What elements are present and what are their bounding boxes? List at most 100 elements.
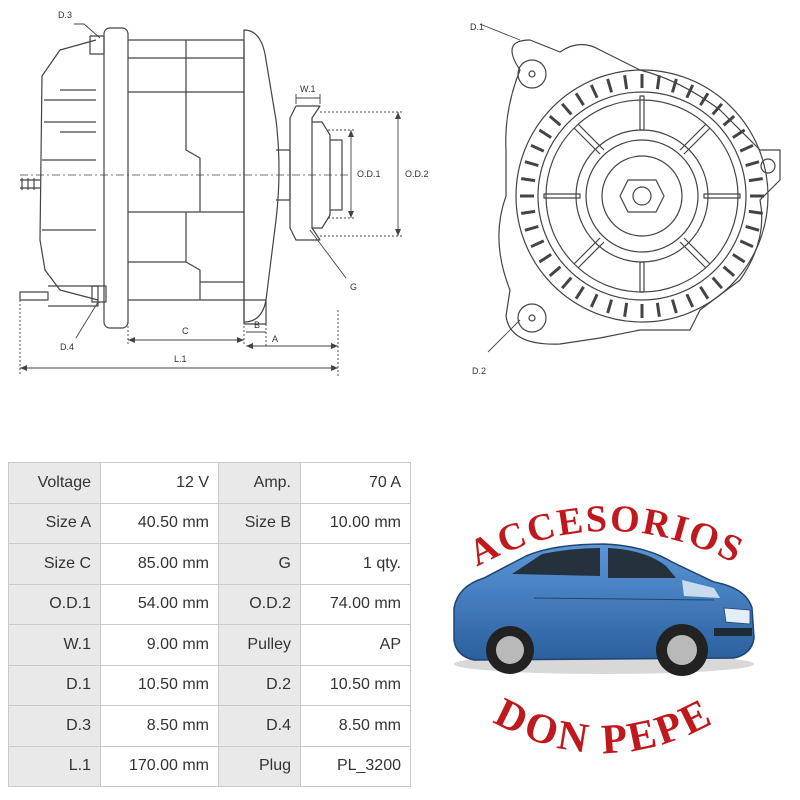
- fin-slot: [670, 299, 678, 314]
- fin-slot: [521, 177, 536, 183]
- fin-slot: [606, 299, 614, 314]
- spec-label: D.2: [218, 664, 301, 706]
- fin-slot: [732, 253, 746, 264]
- spec-label: W.1: [8, 624, 101, 666]
- fin-slot: [548, 114, 562, 127]
- fin-slot: [722, 265, 736, 278]
- spec-label: D.1: [8, 664, 101, 706]
- spec-label: Size A: [8, 502, 101, 544]
- label-od1: O.D.1: [357, 169, 381, 179]
- spec-value: 12 V: [100, 462, 219, 504]
- accesorios-don-pepe-logo: ACCESORIOS DON PEPE: [453, 498, 755, 764]
- label-d4: D.4: [60, 342, 74, 352]
- fin-slot: [685, 84, 695, 99]
- spec-label: Voltage: [8, 462, 101, 504]
- fin-slot: [530, 143, 545, 153]
- fin-slot: [574, 286, 585, 300]
- fin-slot: [699, 92, 710, 106]
- label-od2: O.D.2: [405, 169, 429, 179]
- fin-slot: [745, 160, 760, 168]
- fin-slot: [739, 239, 754, 249]
- spec-label: D.4: [218, 705, 301, 747]
- side-view: [19, 27, 350, 329]
- ventilation-fins: [520, 74, 764, 318]
- car-image: [453, 543, 755, 676]
- fin-slot: [606, 78, 614, 93]
- spec-label: Amp.: [218, 462, 301, 504]
- fin-slot: [670, 78, 678, 93]
- spec-value: 10.50 mm: [300, 664, 411, 706]
- fin-slot: [685, 293, 695, 308]
- spec-label: L.1: [8, 745, 101, 787]
- spec-value: 74.00 mm: [300, 583, 411, 625]
- label-d2: D.2: [472, 366, 486, 376]
- spec-label: O.D.1: [8, 583, 101, 625]
- fin-slot: [739, 143, 754, 153]
- fin-slot: [711, 276, 724, 290]
- fin-slot: [745, 224, 760, 232]
- fin-slot: [560, 102, 573, 116]
- fin-slot: [524, 224, 539, 232]
- spec-label: G: [218, 543, 301, 585]
- label-b: B: [254, 320, 260, 330]
- spec-value: 10.50 mm: [100, 664, 219, 706]
- spec-label: Size B: [218, 502, 301, 544]
- fin-slot: [722, 114, 736, 127]
- spec-value: PL_3200: [300, 745, 411, 787]
- fin-slot: [623, 75, 629, 90]
- spec-value: 9.00 mm: [100, 624, 219, 666]
- logo-line-don-pepe: DON PEPE: [487, 690, 720, 764]
- label-c: C: [182, 326, 189, 336]
- fin-slot: [623, 302, 629, 317]
- fin-slot: [655, 75, 661, 90]
- fin-slot: [589, 84, 599, 99]
- spec-value: 54.00 mm: [100, 583, 219, 625]
- spec-value: 1 qty.: [300, 543, 411, 585]
- dimension-lines: [19, 23, 402, 376]
- dimension-arrows: [20, 112, 401, 371]
- label-d3: D.3: [58, 10, 72, 20]
- fin-slot: [711, 102, 724, 116]
- alternator-technical-drawing: D.3 D.4 W.1 O.D.1 O.D.2 G C B A L.1 D.1 …: [19, 10, 781, 376]
- spec-value: 10.00 mm: [300, 502, 411, 544]
- fin-slot: [538, 253, 552, 264]
- fin-slot: [699, 286, 710, 300]
- spec-value: 70 A: [300, 462, 411, 504]
- spec-value: 85.00 mm: [100, 543, 219, 585]
- fin-slot: [589, 293, 599, 308]
- fin-slot: [521, 209, 536, 215]
- spec-label: O.D.2: [218, 583, 301, 625]
- label-w1: W.1: [300, 84, 316, 94]
- spec-value: AP: [300, 624, 411, 666]
- fin-slot: [538, 128, 552, 139]
- spec-value: 170.00 mm: [100, 745, 219, 787]
- label-g: G: [350, 282, 357, 292]
- fin-slot: [655, 302, 661, 317]
- fin-slot: [560, 276, 573, 290]
- spec-label: Plug: [218, 745, 301, 787]
- spec-label: D.3: [8, 705, 101, 747]
- fin-slot: [574, 92, 585, 106]
- spec-label: Size C: [8, 543, 101, 585]
- label-a: A: [272, 334, 278, 344]
- spec-label: Pulley: [218, 624, 301, 666]
- front-view: [479, 23, 781, 353]
- fin-slot: [548, 265, 562, 278]
- fin-slot: [732, 128, 746, 139]
- spec-value: 40.50 mm: [100, 502, 219, 544]
- fin-slot: [748, 209, 763, 215]
- spec-value: 8.50 mm: [100, 705, 219, 747]
- fin-slot: [748, 177, 763, 183]
- spec-value: 8.50 mm: [300, 705, 411, 747]
- label-l1: L.1: [174, 354, 187, 364]
